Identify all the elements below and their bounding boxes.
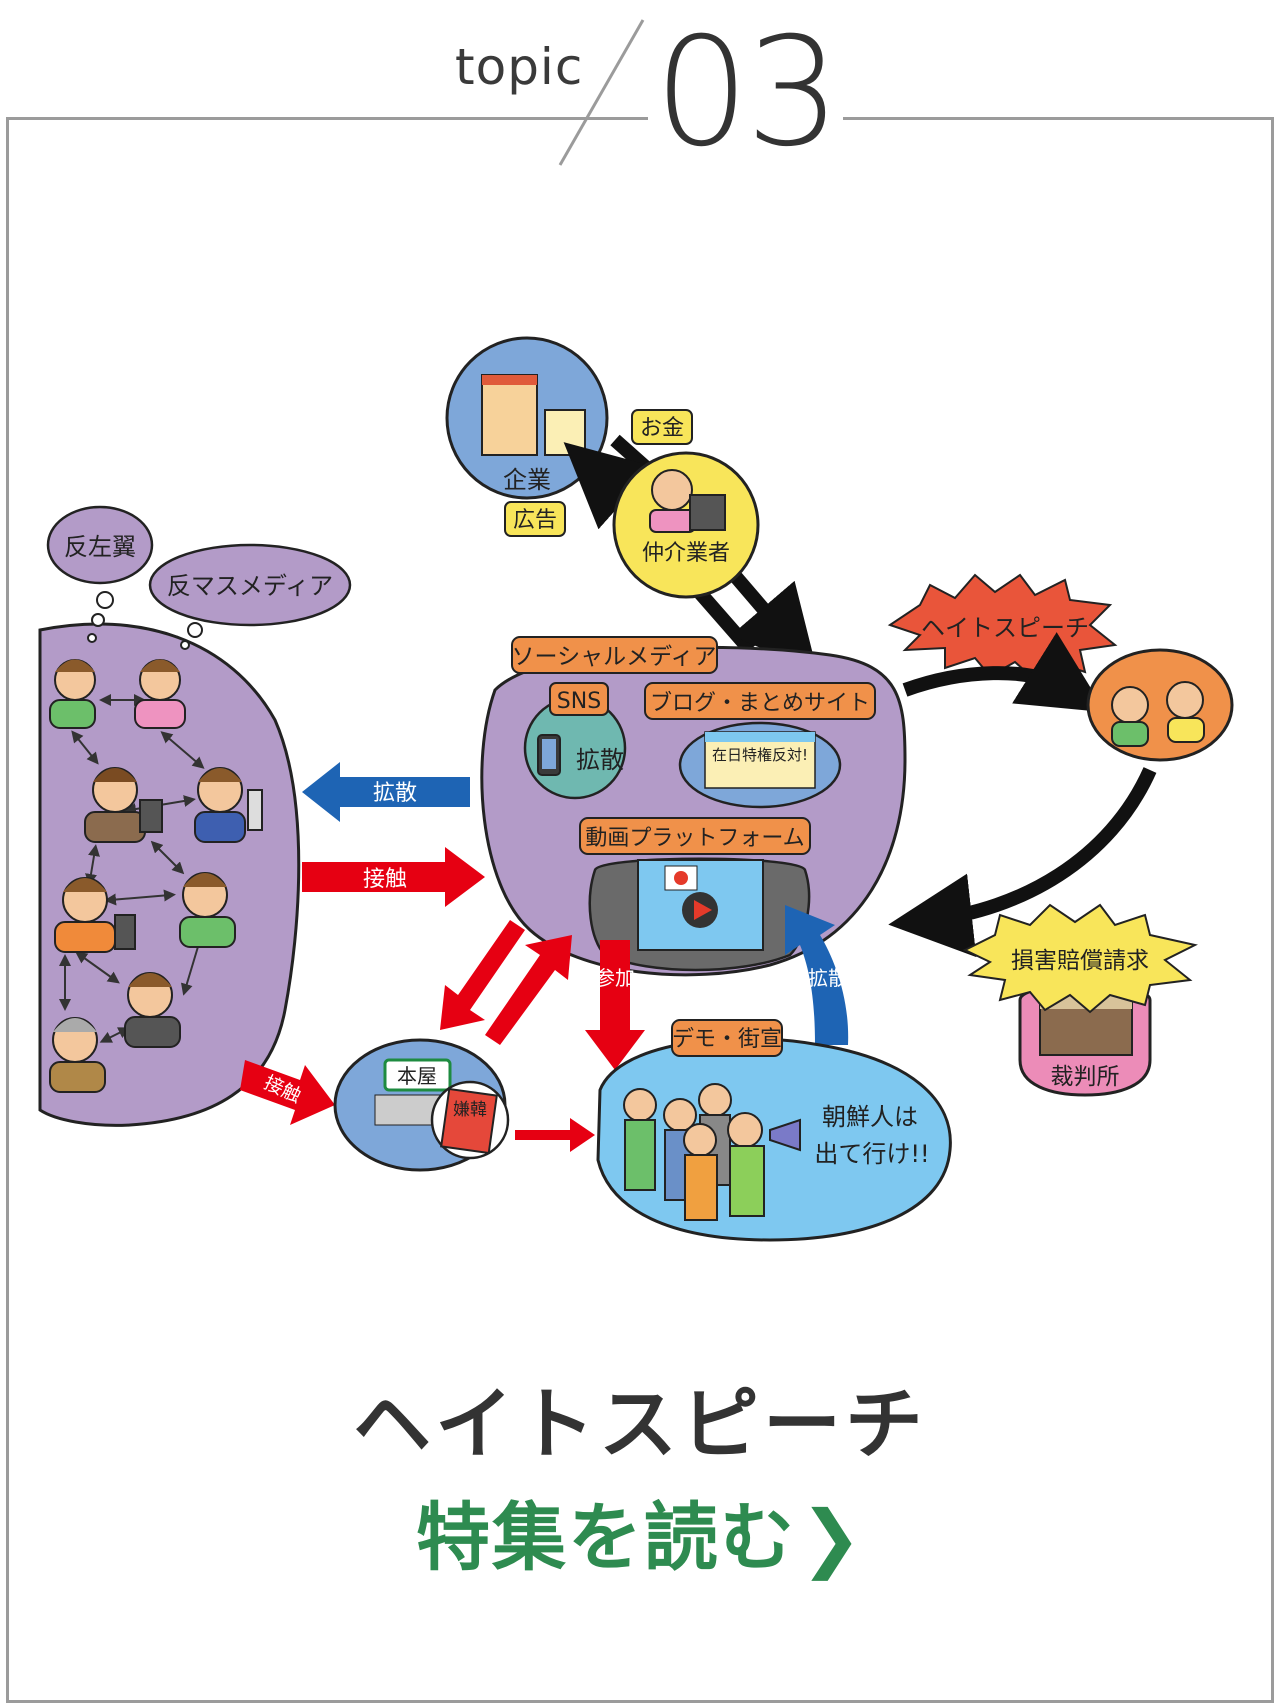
arrow-to-bookstore [440, 920, 525, 1030]
person-icon [84, 767, 163, 843]
social-media-area: ソーシャルメディア SNS 拡散 ブログ・まとめサイト 在日特権反対! 動画プラ… [480, 636, 907, 977]
arrow-contact-right: 接触 [302, 847, 485, 907]
topic-title: ヘイトスピーチ [352, 1380, 927, 1470]
read-feature-link-label[interactable]: 特集を読む [415, 1495, 796, 1581]
person-icon [49, 659, 96, 729]
book-icon [440, 1087, 498, 1155]
protesters [623, 1083, 801, 1221]
hate-speech-burst-text: ヘイトスピーチ [921, 614, 1089, 642]
arrow-book-to-demo [515, 1118, 595, 1152]
read-feature-link[interactable]: 特集を読む❯ [0, 1478, 1280, 1585]
building-icon [544, 409, 586, 456]
ad-tag: 広告 [504, 501, 566, 537]
person-icon [194, 767, 263, 843]
slash-divider [558, 19, 645, 166]
arrow-contact-book: 接触 [240, 1060, 335, 1125]
thought-anti-mass-media-text: 反マスメディア [167, 572, 333, 600]
arrows-social-bookstore [440, 920, 572, 1045]
svg-text:拡散: 拡散 [808, 966, 848, 990]
person-icon [54, 877, 136, 953]
sns-label: SNS [557, 689, 601, 714]
court-circle: 裁判所 [1018, 983, 1152, 1097]
svg-text:拡散: 拡散 [373, 781, 417, 806]
thought-cloud-anti-left: 反左翼 [46, 505, 154, 643]
person-icon [134, 659, 186, 729]
broker-circle: 仲介業者 [612, 451, 760, 599]
topic-label: topic [455, 38, 584, 96]
card-frame [6, 117, 1274, 1703]
svg-text:接触: 接触 [363, 867, 407, 892]
arrow-to-social [485, 935, 572, 1045]
megaphone-icon [769, 1118, 801, 1152]
company-label: 企業 [503, 466, 551, 494]
hate-speech-burst: ヘイトスピーチ [887, 573, 1118, 682]
person-icon [49, 1017, 106, 1093]
blog-banner-text: 在日特権反対! [712, 746, 808, 764]
bookstore-circle: 本屋 嫌韓 [333, 1038, 510, 1172]
social-media-label: ソーシャルメディア [512, 644, 717, 670]
chevron-right-icon[interactable]: ❯ [799, 1495, 864, 1581]
person-icon [179, 872, 236, 948]
thought-cloud-anti-mass-media: 反マスメディア [148, 543, 352, 650]
arrow-to-victims [902, 632, 1106, 713]
topic-number: 03 [648, 18, 843, 168]
arrow-participate: 参加 [585, 940, 645, 1070]
thought-anti-left-text: 反左翼 [64, 533, 136, 561]
online-community [38, 622, 301, 1127]
victims-circle [1086, 648, 1234, 762]
person-icon [1166, 681, 1204, 719]
broker-label: 仲介業者 [642, 541, 730, 566]
damages-burst-text: 損害賠償請求 [1011, 948, 1149, 974]
demo-label: デモ・街宣 [672, 1027, 782, 1052]
video-platform-label: 動画プラットフォーム [585, 826, 804, 851]
sns-spread-text: 拡散 [576, 746, 624, 774]
svg-text:本屋: 本屋 [397, 1064, 437, 1088]
person-icons [49, 659, 263, 1093]
person-icon [1111, 686, 1149, 724]
person-icon [651, 469, 693, 511]
demo-circle: デモ・街宣 朝鮮人は 出て行け!! [596, 1019, 952, 1242]
laptop-icon [689, 494, 726, 531]
money-tag: お金 [631, 409, 693, 445]
bookstore-sign [383, 1058, 452, 1092]
damages-burst: 損害賠償請求 [962, 903, 1198, 1014]
court-label: 裁判所 [1051, 1064, 1120, 1090]
svg-text:参加: 参加 [595, 966, 635, 990]
arrow-spread-up: 拡散 [785, 905, 849, 1045]
topic-header: 03 topic [0, 0, 1280, 180]
building-icon [481, 374, 538, 456]
company-circle: 企業 [445, 336, 609, 500]
book-title: 嫌韓 [453, 1100, 487, 1120]
demo-shout-line2: 出て行け!! [814, 1140, 929, 1168]
arrow-spread-left: 拡散 [302, 762, 470, 822]
arrow-to-court [888, 767, 1157, 958]
svg-text:広告: 広告 [513, 508, 557, 533]
blog-label: ブログ・まとめサイト [650, 691, 870, 716]
person-icon [124, 972, 181, 1048]
svg-text:お金: お金 [640, 416, 684, 441]
demo-shout-line1: 朝鮮人は [822, 1103, 918, 1131]
